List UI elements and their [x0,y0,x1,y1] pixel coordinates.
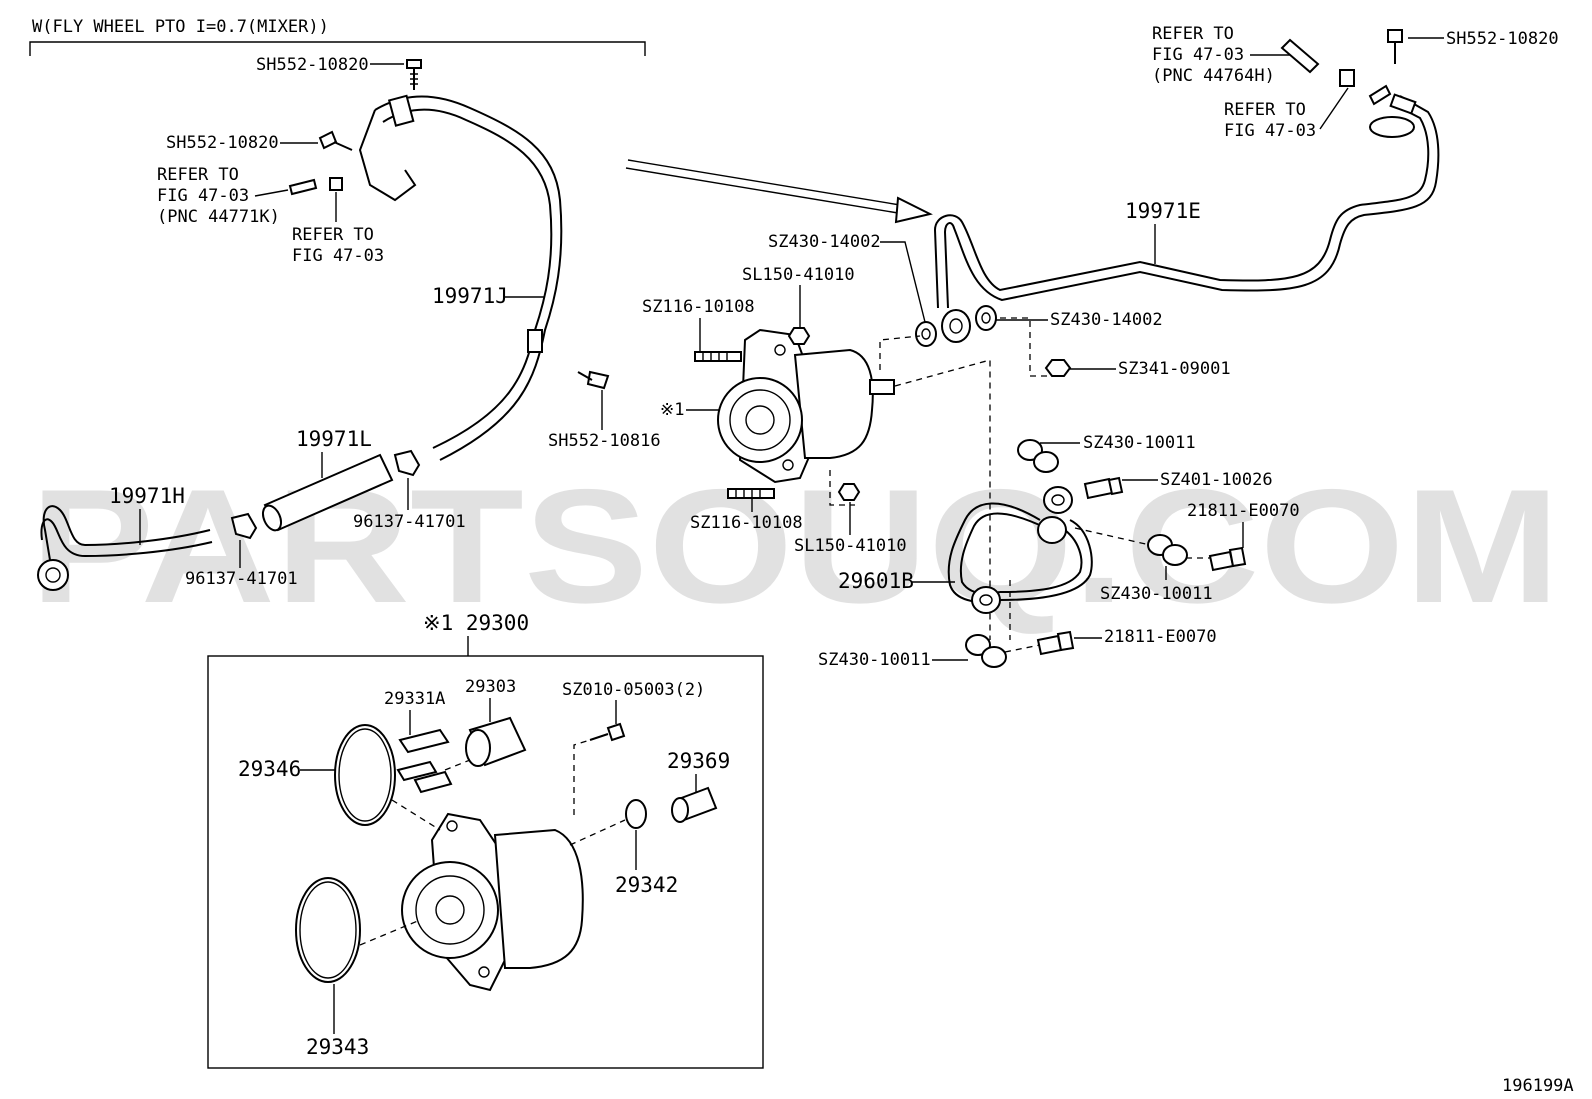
label-ref-mark: ※1 [660,400,684,420]
plug-29369 [671,786,718,823]
label-assy-29300: ※1 29300 [423,611,529,635]
washer-icon [975,305,997,331]
label-sz401: SZ401-10026 [1160,470,1273,490]
bolt-icon [406,59,422,90]
hose-end-icon [288,177,343,196]
label-29346: 29346 [238,757,301,781]
label-29601B: 29601B [838,569,914,593]
stud-icon [694,351,742,362]
label-refer-a2: FIG 47-03 [157,186,249,206]
clamp-icon [230,512,258,540]
nut-icon [837,483,861,501]
union-icon [941,309,971,343]
label-sl150-b: SL150-41010 [794,536,907,556]
label-sl150-a: SL150-41010 [742,265,855,285]
label-sz430-10011-c: SZ430-10011 [818,650,931,670]
stud-icon [727,488,775,499]
washer-icon [915,321,937,347]
pipe-19971J [358,94,563,461]
washer-icon [1147,534,1188,566]
label-sz430-10011-b: SZ430-10011 [1100,584,1213,604]
o-ring-29346 [334,724,396,826]
label-sz430-10011-a: SZ430-10011 [1083,433,1196,453]
label-sz116-b: SZ116-10108 [690,513,803,533]
bolt-icon [1208,546,1247,572]
label-refer-c3: (PNC 44764H) [1152,66,1275,86]
figure-code: 196199A [1502,1076,1574,1096]
label-clamp-b: 96137-41701 [185,569,298,589]
gasket-29342 [625,799,647,829]
o-ring-29343 [295,877,361,983]
pipe-19971H [37,505,213,591]
rotor-29303 [465,716,527,767]
diagram-header: W(FLY WHEEL PTO I=0.7(MIXER)) [32,17,329,37]
hose-19971L [261,453,394,532]
label-refer-a3: (PNC 44771K) [157,207,280,227]
label-sz430-14002-b: SZ430-14002 [1050,310,1163,330]
label-29303: 29303 [465,677,516,697]
clamp-icon [393,449,421,477]
label-sz430-14002-a: SZ430-14002 [768,232,881,252]
nut-icon [787,327,811,345]
label-sz010: SZ010-05003(2) [562,680,705,700]
label-sh552-c: SH552-10820 [1446,29,1559,49]
vacuum-pump-body [401,812,584,992]
vane-29331A [396,728,453,794]
washer-icon [965,634,1007,668]
label-sh552-10816: SH552-10816 [548,431,661,451]
watermark: PARTSOUQ.COM [30,456,1560,637]
label-sz116-a: SZ116-10108 [642,297,755,317]
label-29343: 29343 [306,1035,369,1059]
bolt-icon [318,130,353,151]
bolt-icon [1036,630,1075,656]
label-29342: 29342 [615,873,678,897]
label-19971H: 19971H [109,484,185,508]
label-e0070-a: 21811-E0070 [1187,501,1300,521]
label-29369: 29369 [667,749,730,773]
label-sh552-b: SH552-10820 [166,133,279,153]
label-e0070-b: 21811-E0070 [1104,627,1217,647]
label-29331A: 29331A [384,689,445,709]
label-sz341: SZ341-09001 [1118,359,1231,379]
oil-pipe-29601B [947,486,1093,614]
label-refer-d2: FIG 47-03 [1224,121,1316,141]
label-clamp-a: 96137-41701 [353,512,466,532]
header-bracket [29,41,646,56]
pipe-19971E [933,84,1440,309]
label-sh552-a: SH552-10820 [256,55,369,75]
bolt-icon [1083,476,1124,500]
label-refer-d1: REFER TO [1224,100,1306,120]
hose-end-icon [1280,38,1355,87]
label-19971J: 19971J [432,284,508,308]
assembly-box [207,655,764,1069]
label-refer-c2: FIG 47-03 [1152,45,1244,65]
label-refer-a1: REFER TO [157,165,239,185]
bolt-icon [589,722,626,742]
washer-icon [1017,439,1059,473]
direction-arrow [625,159,933,224]
bolt-icon [577,370,610,390]
label-refer-c1: REFER TO [1152,24,1234,44]
bolt-icon [1387,29,1403,64]
label-refer-b2: FIG 47-03 [292,246,384,266]
label-19971E: 19971E [1125,199,1201,223]
label-refer-b1: REFER TO [292,225,374,245]
vacuum-pump [717,328,895,484]
nut-icon [1044,359,1072,377]
label-19971L: 19971L [296,427,372,451]
